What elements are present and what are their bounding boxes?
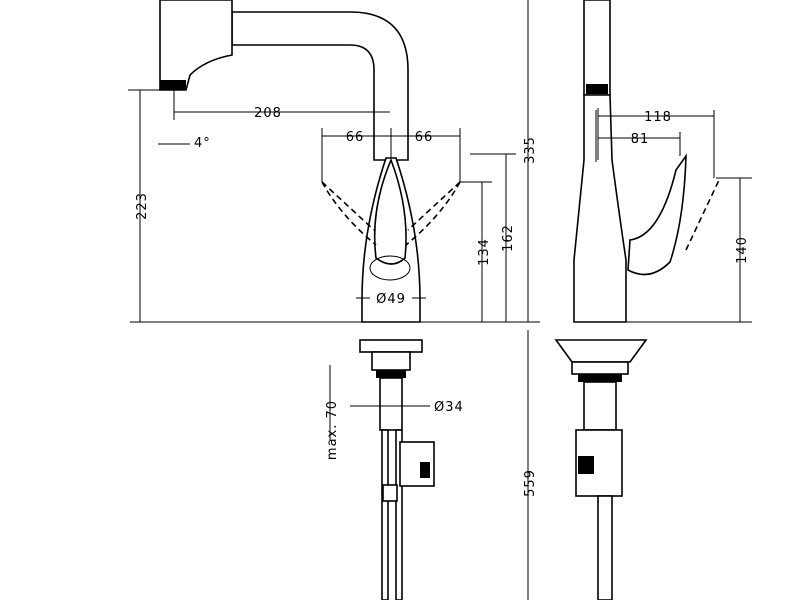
dim-max-thickness: max. 70 [325,400,340,460]
front-spout [231,11,409,161]
swing-right-dash [405,181,461,246]
side-deck-plate [554,339,648,363]
side-lever [627,153,687,276]
dim-swing-left: 66 [346,130,365,145]
spray-nozzle [160,80,186,90]
dim-shank-diameter: Ø34 [434,400,464,415]
front-deck-plate [359,339,423,353]
dim-spout-reach: 208 [254,106,282,121]
dim-below-deck: 559 [523,469,538,497]
front-shank [379,377,403,431]
side-view [554,0,721,601]
front-dimensions: 208 4° 66 66 223 134 162 335 Ø49 [128,0,540,600]
side-spout [583,0,611,96]
dim-body-diameter: Ø49 [376,292,406,307]
dim-side-lever-reach: 118 [644,110,672,125]
side-dimensions: 118 81 140 [597,108,752,323]
front-hose-left [381,429,389,601]
front-spray-head [159,0,233,91]
dim-lever-low: 134 [477,238,492,266]
dim-lever-high: 162 [501,224,516,252]
front-lever [373,157,407,265]
side-hose [597,495,613,601]
lever-base [369,255,411,281]
dim-side-lever-offset: 81 [631,132,650,147]
dim-total-height: 335 [523,136,538,164]
dim-spout-height: 223 [135,192,150,220]
swing-left-dash [321,181,377,246]
dim-spray-angle: 4° [194,136,211,151]
side-body [573,94,627,323]
side-shank [583,381,617,431]
front-view [159,0,461,601]
side-lever-dash [685,177,721,251]
dim-swing-right: 66 [415,130,434,145]
dim-side-lever-height: 140 [735,236,750,264]
